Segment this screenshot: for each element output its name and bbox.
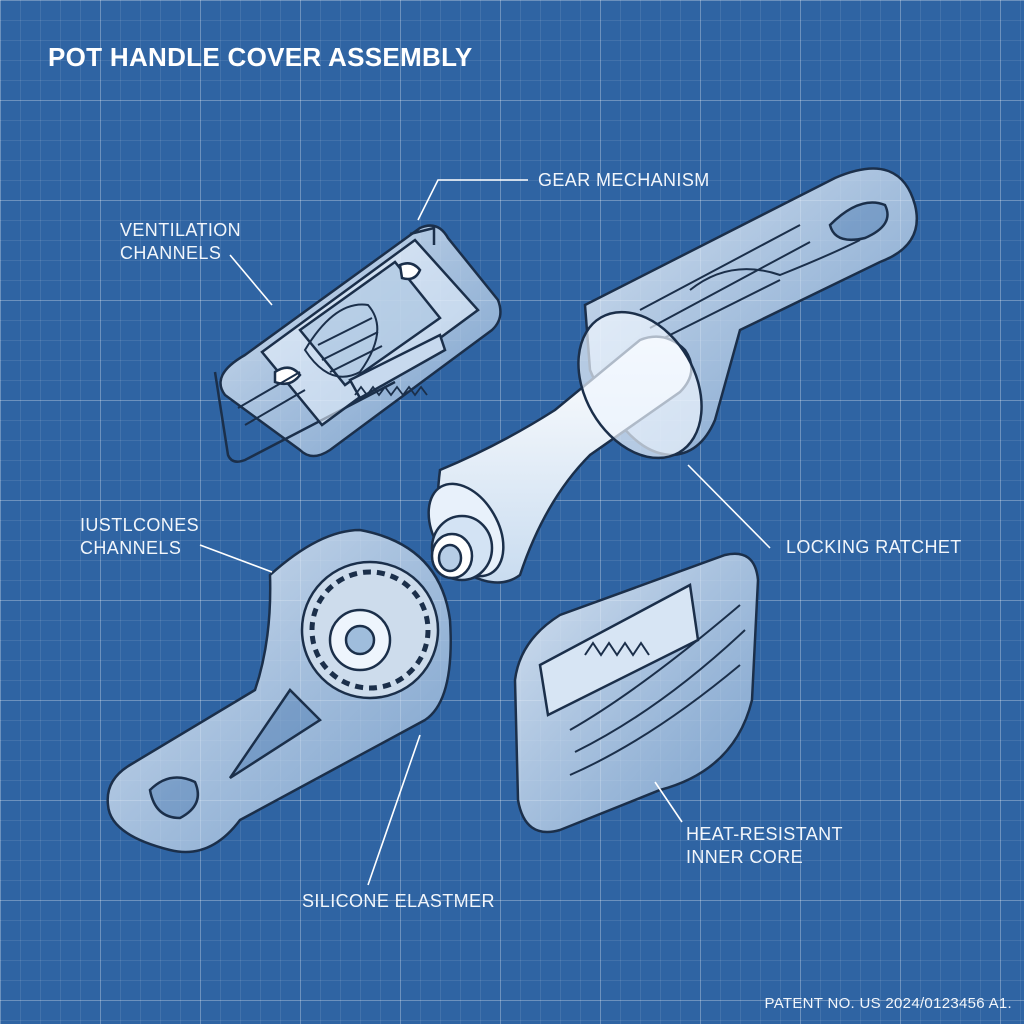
callout-iustlcones-channels: IUSTLCONES CHANNELS (80, 514, 199, 560)
callout-iustlcones-line2: CHANNELS (80, 538, 182, 558)
callout-iustlcones-line1: IUSTLCONES (80, 515, 200, 535)
patent-number: PATENT NO. US 2024/0123456 A1. (764, 995, 1012, 1012)
callout-ventilation-line2: CHANNELS (120, 243, 222, 263)
callout-heat-resistant-core: HEAT-RESISTANT INNER CORE (686, 823, 843, 869)
callout-silicone-elastmer: SILICONE ELASTMER (302, 891, 495, 911)
callout-heat-resistant-line1: HEAT-RESISTANT (686, 824, 843, 844)
ratchet-housing (513, 552, 760, 834)
diagram-title: POT HANDLE COVER ASSEMBLY (48, 42, 473, 72)
callout-heat-resistant-line2: INNER CORE (686, 847, 804, 867)
vented-gear-housing (213, 224, 502, 463)
callout-ventilation-line1: VENTILATION (120, 220, 242, 240)
callout-locking-ratchet: LOCKING RATCHET (786, 537, 962, 557)
gear-wheel-cover (106, 528, 452, 854)
callout-gear-mechanism: GEAR MECHANISM (538, 170, 710, 190)
callout-ventilation-channels: VENTILATION CHANNELS (120, 219, 241, 265)
handle-inner-core (427, 310, 703, 584)
leader-lines (199, 179, 771, 886)
